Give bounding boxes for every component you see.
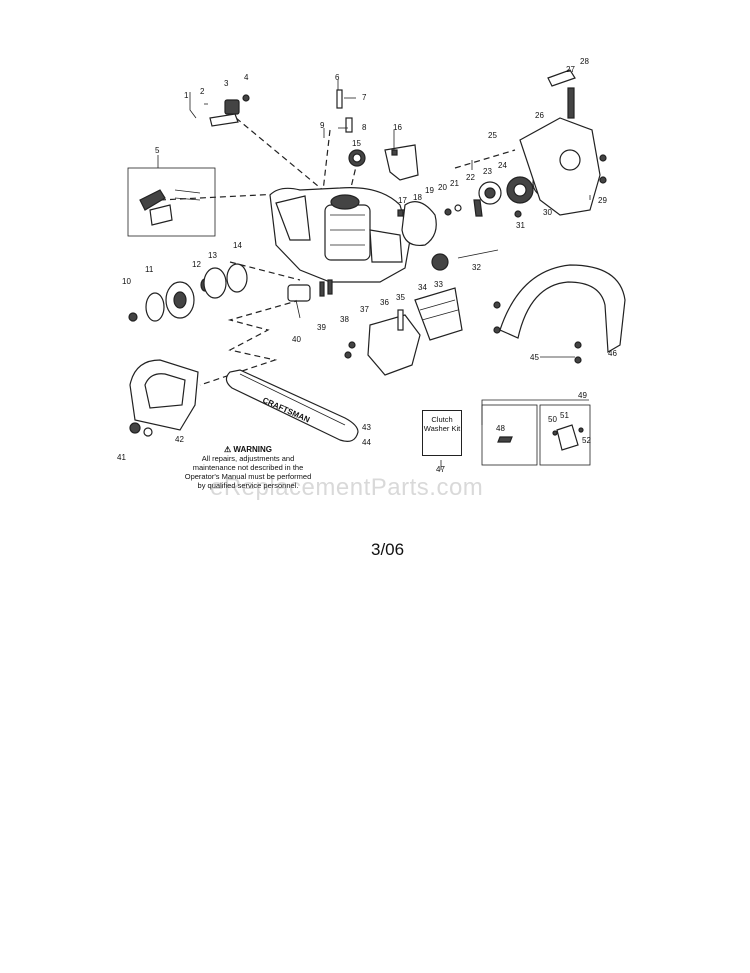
- engine-housing: [269, 187, 411, 283]
- callout-29: 29: [598, 196, 607, 205]
- callout-4: 4: [244, 73, 249, 82]
- callout-32: 32: [472, 263, 481, 272]
- callout-23: 23: [483, 167, 492, 176]
- callout-34: 34: [418, 283, 427, 292]
- callout-2: 2: [200, 87, 205, 96]
- callout-21: 21: [450, 179, 459, 188]
- callout-3: 3: [224, 79, 229, 88]
- callout-19: 19: [425, 186, 434, 195]
- guide-bar-group: CRAFTSMAN: [225, 369, 359, 442]
- front-handle-group: [493, 264, 626, 364]
- callout-8: 8: [362, 123, 367, 132]
- warning-notice: ⚠ WARNING All repairs, adjustments and m…: [183, 445, 313, 490]
- callout-33: 33: [434, 280, 443, 289]
- callout-40: 40: [292, 335, 301, 344]
- callout-41: 41: [117, 453, 126, 462]
- parts-diagram: CRAFTSMAN 1 2 3 4 5 6 7 8 9 10 11 12: [117, 57, 626, 474]
- callout-51: 51: [560, 411, 569, 420]
- callout-28: 28: [580, 57, 589, 66]
- callout-52: 52: [582, 436, 591, 445]
- callout-36: 36: [380, 298, 389, 307]
- callout-18: 18: [413, 193, 422, 202]
- watermark: eReplacementParts.com: [210, 474, 484, 501]
- starter-group: [444, 69, 607, 218]
- warning-title: ⚠ WARNING: [223, 445, 273, 454]
- callout-26: 26: [535, 111, 544, 120]
- callout-50: 50: [548, 415, 557, 424]
- clutch-washer-kit-label: Clutch Washer Kit: [422, 410, 462, 456]
- callout-27: 27: [566, 65, 575, 74]
- callout-25: 25: [488, 131, 497, 140]
- callout-49: 49: [578, 391, 587, 400]
- callout-39: 39: [317, 323, 326, 332]
- warning-body: All repairs, adjustments and maintenance…: [184, 454, 312, 490]
- callout-13: 13: [208, 251, 217, 260]
- top-small-parts: [189, 89, 353, 133]
- callout-5: 5: [155, 146, 160, 155]
- side-cover-group: [129, 359, 199, 437]
- callout-35: 35: [396, 293, 405, 302]
- callout-43: 43: [362, 423, 371, 432]
- callout-16: 16: [393, 123, 402, 132]
- clutch-group: [128, 263, 248, 322]
- callout-46: 46: [608, 349, 617, 358]
- callout-31: 31: [516, 221, 525, 230]
- callout-15: 15: [352, 139, 361, 148]
- callout-42: 42: [175, 435, 184, 444]
- callout-30: 30: [543, 208, 552, 217]
- callout-7: 7: [362, 93, 367, 102]
- callout-48: 48: [496, 424, 505, 433]
- lower-parts: [287, 249, 499, 376]
- callout-44: 44: [362, 438, 371, 447]
- carburetor-group: [348, 144, 437, 247]
- parts-kit-box-5: [127, 167, 216, 237]
- callout-1: 1: [184, 91, 189, 100]
- callout-17: 17: [398, 196, 407, 205]
- callout-6: 6: [335, 73, 340, 82]
- callout-24: 24: [498, 161, 507, 170]
- callout-14: 14: [233, 241, 242, 250]
- callout-12: 12: [192, 260, 201, 269]
- callout-37: 37: [360, 305, 369, 314]
- callout-38: 38: [340, 315, 349, 324]
- callout-47: 47: [436, 465, 445, 474]
- leader-lines: [157, 80, 591, 470]
- date-code: 3/06: [371, 540, 405, 559]
- warning-title-text: WARNING: [233, 445, 273, 454]
- callout-22: 22: [466, 173, 475, 182]
- callout-9: 9: [320, 121, 325, 130]
- kit-boxes-48-52: [481, 404, 591, 466]
- callout-45: 45: [530, 353, 539, 362]
- callout-labels: 1 2 3 4 5 6 7 8 9 10 11 12 13 14 15 16 1…: [117, 57, 617, 474]
- callout-11: 11: [145, 265, 154, 274]
- callout-20: 20: [438, 183, 447, 192]
- callout-10: 10: [122, 277, 131, 286]
